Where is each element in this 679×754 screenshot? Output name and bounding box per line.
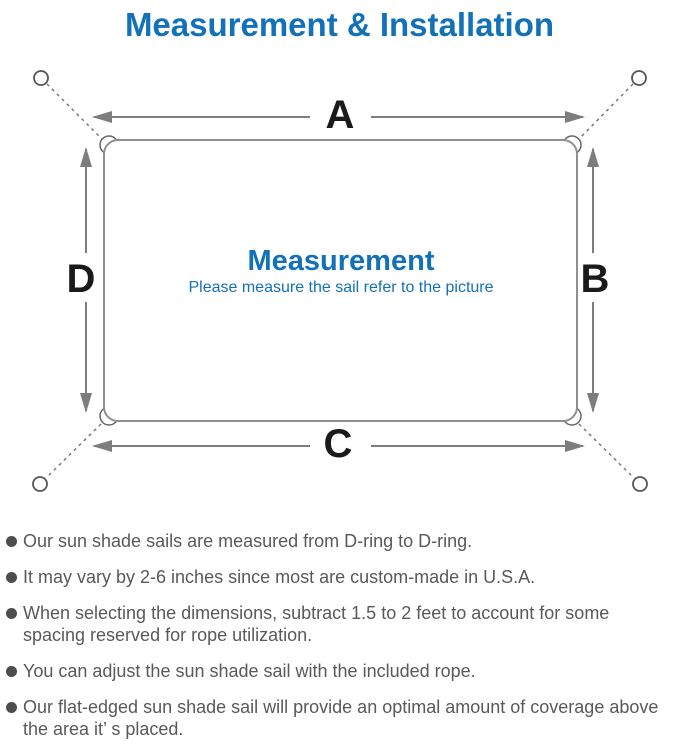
bullet-icon — [6, 666, 17, 677]
note-text: You can adjust the sun shade sail with t… — [23, 661, 476, 681]
anchor-ring-icon-top-right — [631, 70, 647, 86]
diagram-center-subtext: Please measure the sail refer to the pic… — [188, 279, 493, 296]
note-text: When selecting the dimensions, subtract … — [23, 603, 610, 645]
note-text: It may vary by 2-6 inches since most are… — [23, 567, 536, 587]
anchor-ring-icon-bottom-left — [32, 476, 48, 492]
measurement-diagram-canvas: A B C D Measurement Please measure the s… — [32, 70, 648, 492]
anchor-ring-icon-top-left — [33, 70, 49, 86]
diagram-center-heading: Measurement — [248, 245, 435, 277]
page-title: Measurement & Installation — [124, 6, 555, 43]
list-item: It may vary by 2-6 inches since most are… — [6, 566, 677, 588]
anchor-ring-icon-bottom-right — [632, 476, 648, 492]
dimension-label-a: A — [326, 93, 355, 137]
sail-rectangle — [103, 139, 578, 422]
dimension-label-c: C — [324, 422, 353, 466]
list-item: You can adjust the sun shade sail with t… — [6, 660, 677, 682]
list-item: Our sun shade sails are measured from D-… — [6, 530, 677, 552]
bullet-icon — [6, 536, 17, 547]
note-text: Our sun shade sails are measured from D-… — [23, 531, 473, 551]
rope-dashed-line-bottom-left — [45, 423, 102, 479]
dimension-label-b: B — [581, 257, 610, 301]
list-item: Our flat-edged sun shade sail will provi… — [6, 696, 677, 740]
list-item: When selecting the dimensions, subtract … — [6, 602, 677, 646]
bullet-icon — [6, 572, 17, 583]
bullet-icon — [6, 608, 17, 619]
notes-list: Our sun shade sails are measured from D-… — [0, 530, 679, 754]
note-text: Our flat-edged sun shade sail will provi… — [23, 697, 659, 739]
dimension-label-d: D — [67, 257, 96, 301]
rope-dashed-line-bottom-right — [578, 423, 635, 479]
bullet-icon — [6, 702, 17, 713]
measurement-diagram: A B C D Measurement Please measure the s… — [0, 52, 679, 510]
rope-dashed-line-top-left — [46, 83, 105, 142]
rope-dashed-line-top-right — [576, 83, 634, 142]
